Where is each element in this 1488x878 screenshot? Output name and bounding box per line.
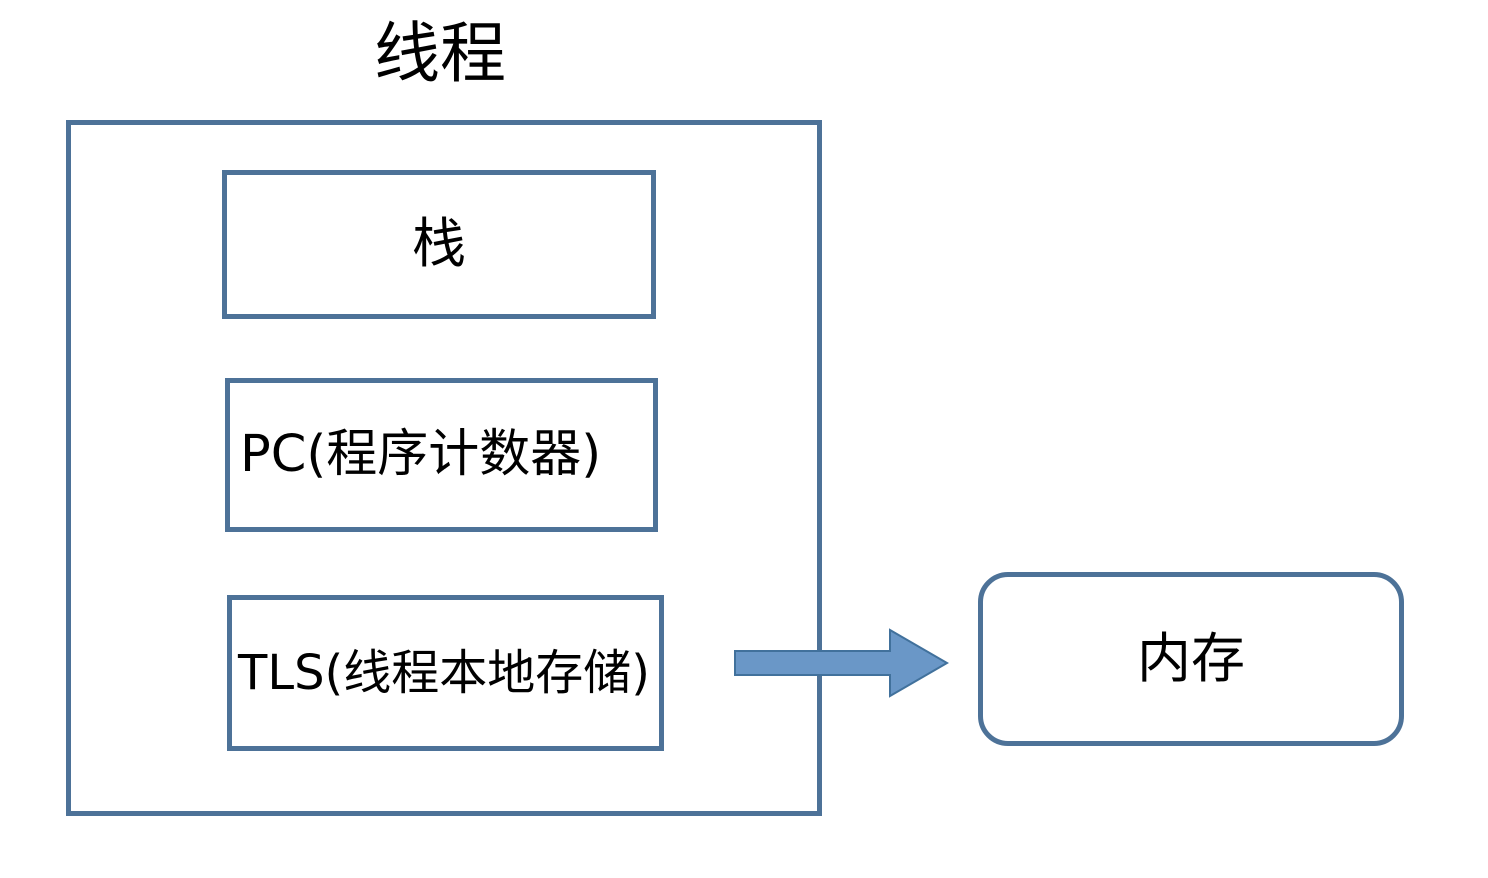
memory-box: 内存	[978, 572, 1404, 746]
page-title: 线程	[374, 15, 506, 92]
component-label-tls: TLS(线程本地存储)	[238, 644, 650, 701]
arrow-shape	[734, 628, 949, 698]
component-box-tls: TLS(线程本地存储)	[227, 595, 664, 751]
component-box-pc: PC(程序计数器)	[225, 378, 658, 532]
component-label-stack: 栈	[412, 212, 466, 276]
right-block-arrow-icon	[734, 628, 949, 698]
component-label-pc: PC(程序计数器)	[240, 425, 602, 485]
component-box-stack: 栈	[222, 170, 656, 319]
thread-container-box	[66, 120, 822, 816]
memory-label: 内存	[1137, 626, 1245, 690]
